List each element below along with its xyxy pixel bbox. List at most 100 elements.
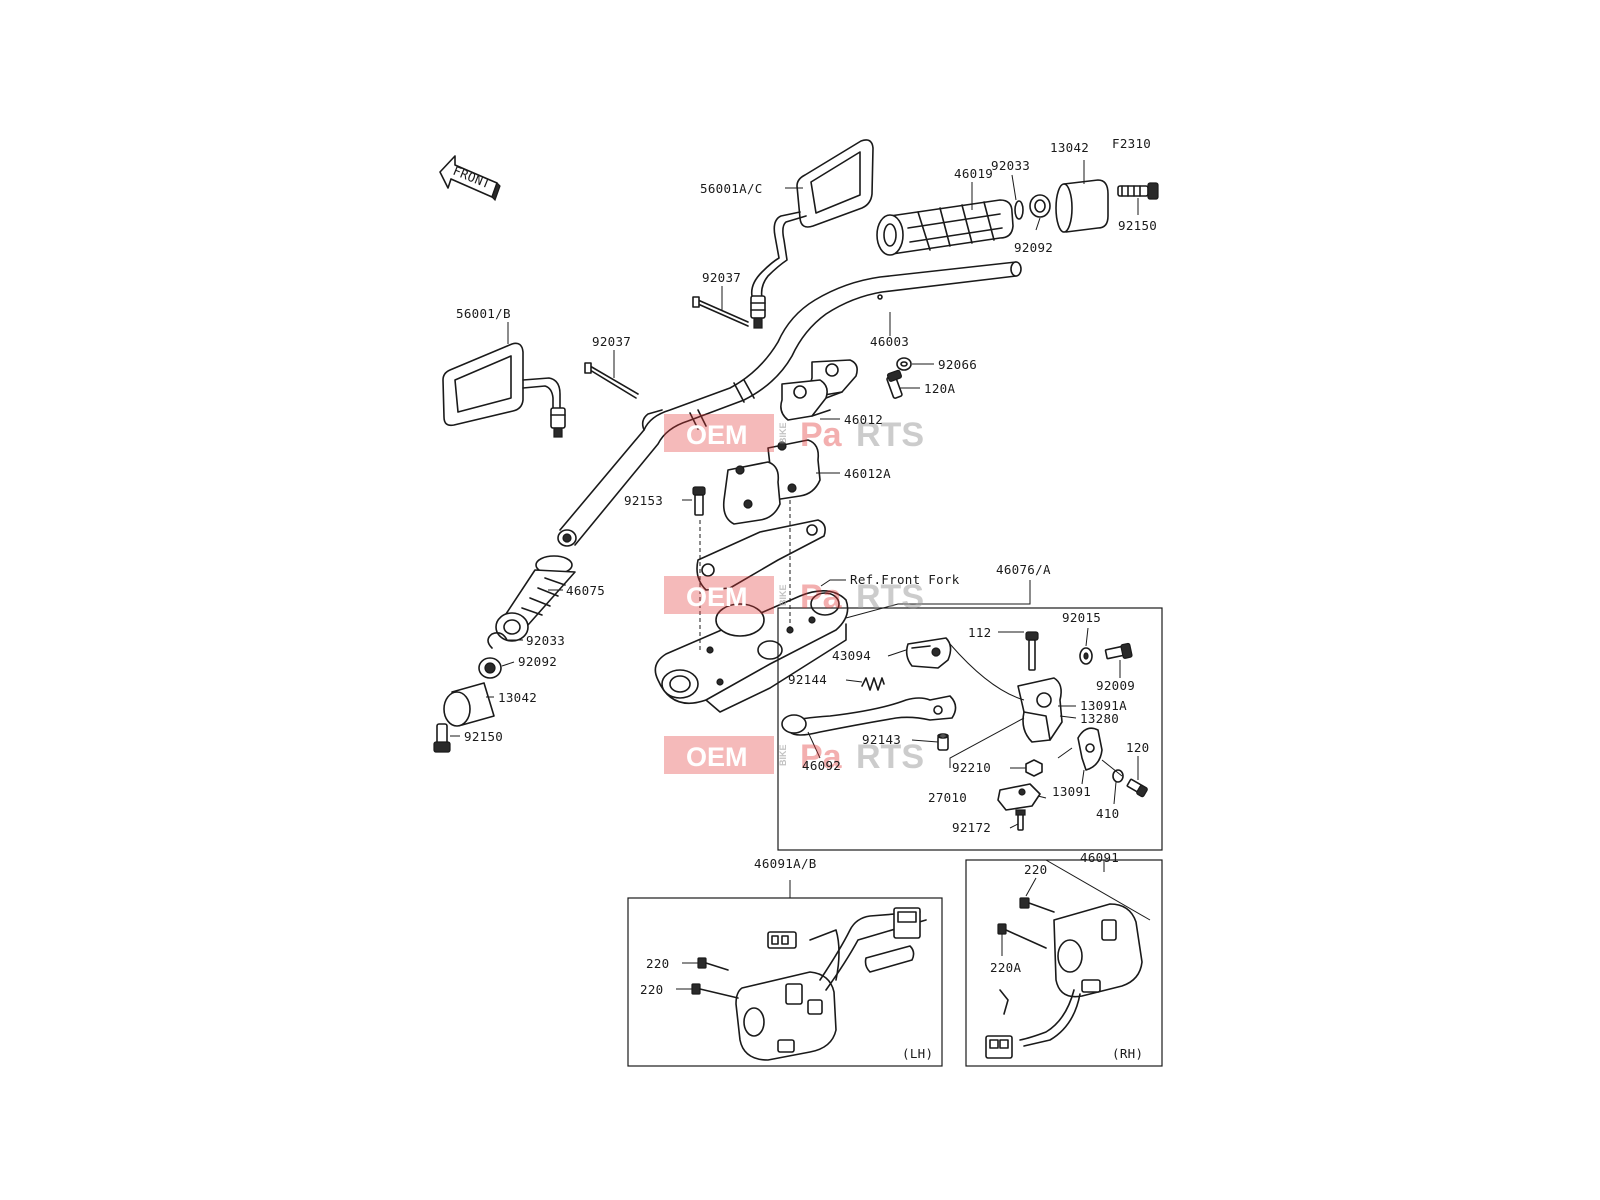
bolt-112 <box>1025 631 1039 671</box>
svg-text:RTS: RTS <box>856 578 924 616</box>
label-13091[interactable]: 13091 <box>1052 784 1091 799</box>
bolt-92150-top <box>1117 182 1159 200</box>
label-120A[interactable]: 120A <box>924 381 955 396</box>
handlebar-clamp-upper <box>780 359 858 421</box>
clutch-lever-46092 <box>781 695 957 736</box>
label-46012A[interactable]: 46012A <box>844 466 891 481</box>
screw-220-lh1 <box>697 957 729 971</box>
label-13091A[interactable]: 13091A <box>1080 698 1127 713</box>
washer-92066 <box>896 357 912 371</box>
label-220-rh[interactable]: 220 <box>1024 862 1047 877</box>
clutch-lever-assembly-frame <box>777 607 1163 851</box>
holder-13091A <box>1017 677 1063 743</box>
handlebar <box>557 261 1022 547</box>
label-56001AC[interactable]: 56001A/C <box>700 181 763 196</box>
label-13280[interactable]: 13280 <box>1080 711 1119 726</box>
label-220-lh2[interactable]: 220 <box>640 982 663 997</box>
bolt-92153 <box>692 486 706 516</box>
handlebar-clamp-lower <box>722 439 821 525</box>
label-46019[interactable]: 46019 <box>954 166 993 181</box>
label-13042-top[interactable]: 13042 <box>1050 140 1089 155</box>
left-switch-housing <box>735 911 927 1061</box>
cable-tie-92037-mid <box>584 362 639 399</box>
label-46092[interactable]: 46092 <box>802 758 841 773</box>
svg-text:RTS: RTS <box>856 416 924 454</box>
label-92009[interactable]: 92009 <box>1096 678 1135 693</box>
screw-92172 <box>1015 809 1026 831</box>
screw-220-rh <box>1019 897 1055 913</box>
label-410[interactable]: 410 <box>1096 806 1119 821</box>
bolt-120A <box>886 369 903 399</box>
label-92143[interactable]: 92143 <box>862 732 901 747</box>
svg-text:OEM: OEM <box>686 420 748 450</box>
figure-code: F2310 <box>1112 136 1151 151</box>
label-92037-top[interactable]: 92037 <box>702 270 741 285</box>
label-92150-bottom[interactable]: 92150 <box>464 729 503 744</box>
svg-text:OEM: OEM <box>686 582 748 612</box>
label-92092-bottom[interactable]: 92092 <box>518 654 557 669</box>
connector-rh <box>985 1035 1013 1059</box>
label-43094[interactable]: 43094 <box>832 648 871 663</box>
side-label-lh: (LH) <box>902 1046 933 1061</box>
bolt-120 <box>1126 778 1148 798</box>
screw-220A <box>997 923 1047 949</box>
label-92150-top[interactable]: 92150 <box>1118 218 1157 233</box>
label-92210[interactable]: 92210 <box>952 760 991 775</box>
screw-220-lh2 <box>691 983 739 999</box>
spring-92144 <box>861 677 885 691</box>
label-56001B[interactable]: 56001/B <box>456 306 511 321</box>
label-92092-top[interactable]: 92092 <box>1014 240 1053 255</box>
label-92153[interactable]: 92153 <box>624 493 663 508</box>
svg-text:Pa: Pa <box>800 738 843 776</box>
switch-27010 <box>997 783 1041 811</box>
right-switch-housing <box>999 903 1143 1047</box>
label-46003[interactable]: 46003 <box>870 334 909 349</box>
connector-lh-2 <box>893 907 921 939</box>
svg-text:BIKE: BIKE <box>778 744 788 766</box>
nut-92210 <box>1025 759 1043 777</box>
label-92033-bottom[interactable]: 92033 <box>526 633 565 648</box>
svg-text:BIKE: BIKE <box>778 422 788 444</box>
bolt-92150-bottom <box>433 723 451 753</box>
svg-text:Pa: Pa <box>800 416 843 454</box>
damper-92092-top <box>1029 194 1051 218</box>
label-220A[interactable]: 220A <box>990 960 1021 975</box>
pivot-92143 <box>937 733 949 751</box>
label-92144[interactable]: 92144 <box>788 672 827 687</box>
side-label-rh: (RH) <box>1112 1046 1143 1061</box>
label-112[interactable]: 112 <box>968 625 991 640</box>
label-46075[interactable]: 46075 <box>566 583 605 598</box>
part-labels: F2310 56001A/C 46019 92033 13042 92092 9… <box>456 136 1157 1061</box>
label-46091AB[interactable]: 46091A/B <box>754 856 817 871</box>
label-92172[interactable]: 92172 <box>952 820 991 835</box>
label-46012[interactable]: 46012 <box>844 412 883 427</box>
lever-holder-43094 <box>905 637 952 669</box>
label-92033-top[interactable]: 92033 <box>991 158 1030 173</box>
label-46076A[interactable]: 46076/A <box>996 562 1051 577</box>
grip-left <box>495 555 576 642</box>
watermark-mid: OEM BIKE Pa RTS <box>664 576 924 616</box>
label-92015[interactable]: 92015 <box>1062 610 1101 625</box>
label-220-lh1[interactable]: 220 <box>646 956 669 971</box>
label-13042-bottom[interactable]: 13042 <box>498 690 537 705</box>
bar-end-weight-top <box>1055 179 1109 233</box>
bar-end-weight-bottom <box>443 682 495 727</box>
mirror-right <box>750 139 874 329</box>
grip-right <box>876 199 1014 256</box>
damper-92092-bottom <box>478 657 502 679</box>
label-46091[interactable]: 46091 <box>1080 850 1119 865</box>
label-92066[interactable]: 92066 <box>938 357 977 372</box>
ring-92033-bottom <box>487 632 508 649</box>
washer-92015 <box>1079 647 1093 665</box>
svg-text:RTS: RTS <box>856 738 924 776</box>
label-92037-mid[interactable]: 92037 <box>592 334 631 349</box>
label-27010[interactable]: 27010 <box>928 790 967 805</box>
handlebar-holder-bracket <box>696 519 826 591</box>
screw-92009 <box>1104 642 1133 660</box>
alignment-lines <box>699 500 791 650</box>
svg-text:Pa: Pa <box>800 578 843 616</box>
svg-text:BIKE: BIKE <box>778 584 788 606</box>
front-arrow-icon: FRONT <box>439 155 501 202</box>
label-120[interactable]: 120 <box>1126 740 1149 755</box>
